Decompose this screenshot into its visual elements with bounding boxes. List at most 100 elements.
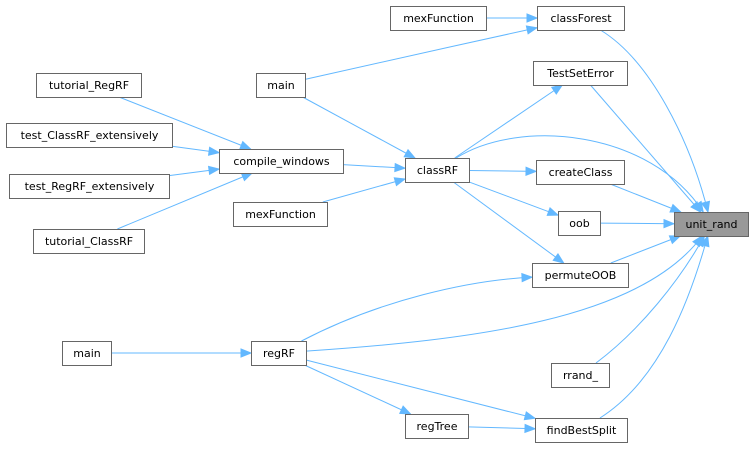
node-test_RegRF_extensively[interactable]: test_RegRF_extensively: [9, 174, 170, 199]
arrowhead-regRF-to-findBestSplit: [523, 411, 537, 421]
arrowhead-regRF-to-regTree: [399, 405, 412, 415]
node-box-TestSetError: [533, 61, 628, 86]
node-label-findBestSplit: findBestSplit: [547, 424, 617, 437]
node-box-findBestSplit: [535, 418, 628, 443]
arrowhead-classRF-to-permuteOOB: [552, 252, 565, 264]
node-main_top[interactable]: main: [256, 73, 306, 98]
node-permuteOOB[interactable]: permuteOOB: [532, 263, 629, 288]
node-box-mexFunction_mid: [233, 202, 328, 227]
node-mexFunction_mid[interactable]: mexFunction: [233, 202, 328, 227]
node-TestSetError[interactable]: TestSetError: [533, 61, 628, 86]
edge-regTree-to-findBestSplit: [467, 426, 536, 430]
node-mexFunction_top[interactable]: mexFunction: [390, 6, 487, 31]
node-label-oob: oob: [569, 217, 589, 230]
edge-regRF-to-regTree: [304, 364, 411, 415]
edge-findBestSplit-to-unit_rand: [599, 235, 709, 419]
edge-regRF-to-unit_rand: [305, 235, 703, 352]
arrowhead-tutorial_ClassRF-to-compile_windows: [240, 172, 254, 182]
arrowhead-test_ClassRF_extensively-to-compile_windows: [207, 146, 221, 156]
edge-classRF-to-permuteOOB: [453, 181, 564, 264]
node-box-tutorial_RegRF: [36, 73, 142, 98]
node-box-compile_windows: [219, 149, 344, 174]
node-findBestSplit[interactable]: findBestSplit: [535, 418, 628, 443]
node-box-test_RegRF_extensively: [9, 174, 170, 199]
arrowhead-TestSetError-to-unit_rand: [690, 200, 702, 214]
arrowhead-classForest-to-unit_rand: [700, 200, 711, 214]
arrowhead-regRF-to-permuteOOB: [521, 272, 534, 283]
node-box-main_bottom: [62, 341, 112, 366]
node-label-TestSetError: TestSetError: [546, 67, 614, 80]
node-box-unit_rand: [674, 212, 749, 237]
node-createClass[interactable]: createClass: [536, 160, 625, 185]
edge-TestSetError-to-unit_rand: [590, 84, 701, 213]
arrowhead-classRF-to-TestSetError: [550, 84, 564, 95]
node-label-createClass: createClass: [549, 166, 613, 179]
node-label-test_ClassRF_extensively: test_ClassRF_extensively: [21, 129, 159, 142]
edge-classRF-to-TestSetError: [454, 84, 563, 159]
arrowhead-mexFunction_top-to-classForest: [526, 13, 539, 23]
node-unit_rand[interactable]: unit_rand: [674, 212, 749, 237]
node-label-regRF: regRF: [263, 347, 295, 360]
node-test_ClassRF_extensively[interactable]: test_ClassRF_extensively: [6, 123, 173, 148]
node-tutorial_ClassRF[interactable]: tutorial_ClassRF: [33, 229, 145, 254]
node-box-mexFunction_top: [390, 6, 487, 31]
node-compile_windows[interactable]: compile_windows: [219, 149, 344, 174]
edge-tutorial_ClassRF-to-compile_windows: [117, 172, 253, 230]
node-label-test_RegRF_extensively: test_RegRF_extensively: [25, 180, 155, 193]
edge-tutorial_RegRF-to-compile_windows: [118, 96, 251, 150]
arrowhead-compile_windows-to-classRF: [394, 162, 407, 173]
node-box-regRF: [251, 341, 307, 366]
node-label-classRF: classRF: [417, 164, 458, 177]
edge-regRF-to-findBestSplit: [305, 359, 536, 419]
edge-permuteOOB-to-unit_rand: [610, 235, 681, 264]
arrowhead-findBestSplit-to-unit_rand: [700, 234, 710, 248]
arrowhead-classRF-to-oob: [546, 207, 560, 216]
edge-rrand_-to-unit_rand: [595, 235, 705, 364]
arrowhead-main_top-to-classForest: [525, 25, 539, 35]
edge-classRF-to-createClass: [468, 169, 537, 172]
node-box-createClass: [536, 160, 625, 185]
nodes-layer: unit_randclassForestmexFunctionTestSetEr…: [6, 6, 749, 443]
node-label-mexFunction_top: mexFunction: [403, 12, 474, 25]
node-box-tutorial_ClassRF: [33, 229, 145, 254]
node-box-classRF: [405, 158, 470, 183]
arrowhead-test_RegRF_extensively-to-compile_windows: [207, 165, 221, 176]
node-regTree[interactable]: regTree: [405, 414, 469, 439]
edge-regRF-to-permuteOOB: [301, 276, 533, 342]
node-tutorial_RegRF[interactable]: tutorial_RegRF: [36, 73, 142, 98]
node-regRF[interactable]: regRF: [251, 341, 307, 366]
node-main_bottom[interactable]: main: [62, 341, 112, 366]
node-label-mexFunction_mid: mexFunction: [245, 208, 316, 221]
node-oob[interactable]: oob: [558, 211, 601, 236]
edges-layer: [111, 13, 711, 434]
node-label-unit_rand: unit_rand: [685, 218, 737, 231]
arrowhead-mexFunction_mid-to-classRF: [393, 177, 407, 187]
node-label-permuteOOB: permuteOOB: [545, 269, 617, 282]
node-box-classForest: [537, 6, 625, 31]
edge-main_top-to-classForest: [304, 27, 538, 80]
node-classRF[interactable]: classRF: [405, 158, 470, 183]
arrowhead-oob-to-unit_rand: [663, 218, 676, 229]
node-box-regTree: [405, 414, 469, 439]
node-label-compile_windows: compile_windows: [233, 155, 330, 168]
node-classForest[interactable]: classForest: [537, 6, 625, 31]
edge-classRF-to-unit_rand: [455, 135, 704, 213]
node-label-main_top: main: [267, 79, 295, 92]
node-box-main_top: [256, 73, 306, 98]
edge-createClass-to-unit_rand: [610, 183, 681, 213]
node-rrand_[interactable]: rrand_: [551, 363, 610, 388]
arrowhead-createClass-to-unit_rand: [669, 203, 683, 213]
edge-classRF-to-oob: [468, 181, 559, 216]
node-box-oob: [558, 211, 601, 236]
edge-main_top-to-classRF: [302, 96, 416, 159]
node-label-tutorial_RegRF: tutorial_RegRF: [49, 79, 129, 92]
node-label-rrand_: rrand_: [563, 369, 599, 382]
arrowhead-tutorial_RegRF-to-compile_windows: [239, 140, 252, 150]
edge-mexFunction_mid-to-classRF: [322, 178, 406, 203]
node-box-rrand_: [551, 363, 610, 388]
arrowhead-main_top-to-classRF: [403, 148, 417, 159]
node-label-classForest: classForest: [550, 12, 612, 25]
arrowhead-classRF-to-createClass: [525, 166, 538, 176]
edge-oob-to-unit_rand: [599, 222, 675, 225]
